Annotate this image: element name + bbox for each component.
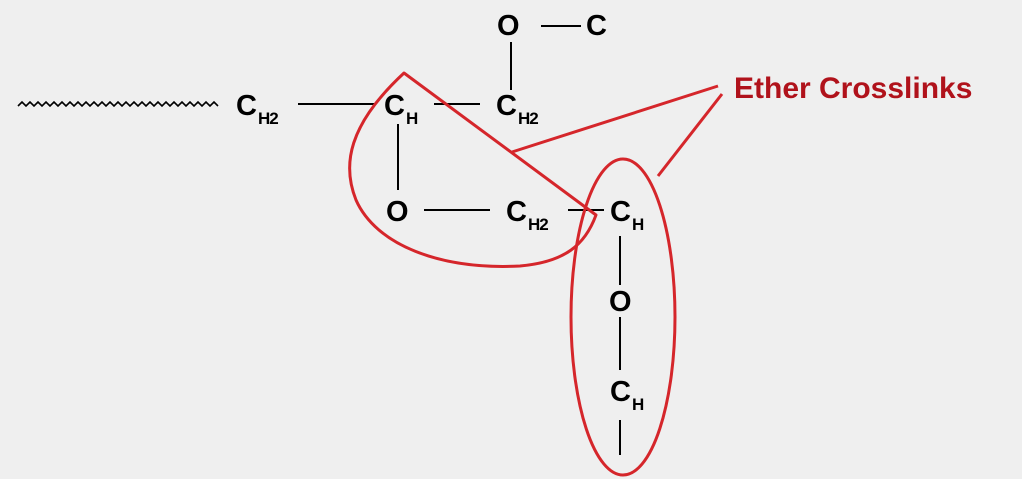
atom-ch2-ring: CH2	[506, 196, 549, 234]
atom-ch2-upper: CH2	[496, 90, 539, 128]
atom-ch-bottom: CH	[610, 376, 644, 414]
atom-symbol: O	[609, 286, 632, 318]
atom-symbol: O	[386, 196, 409, 228]
atom-subscript: H	[405, 109, 418, 128]
atom-subscript: H	[631, 395, 644, 414]
atom-o-chain: O	[609, 288, 632, 317]
atom-symbol: C	[236, 90, 257, 122]
atom-symbol: C	[610, 196, 631, 228]
atom-ch2-left: CH2	[236, 90, 279, 128]
atom-symbol: C	[610, 376, 631, 408]
atom-subscript: H2	[257, 109, 279, 128]
atom-ch-ring: CH	[384, 90, 418, 128]
polymer-chain-wavy-line	[17, 100, 219, 108]
atom-symbol: O	[497, 10, 520, 42]
chain-ether-highlight	[569, 157, 677, 477]
atom-o-ring: O	[386, 198, 409, 227]
atom-o-top: O	[497, 12, 520, 41]
atom-c-top: C	[586, 12, 607, 41]
atom-symbol: C	[496, 90, 517, 122]
atom-symbol: C	[384, 90, 405, 122]
callout-line-chain	[656, 93, 724, 177]
atom-symbol: C	[506, 196, 527, 228]
ether-crosslinks-label: Ether Crosslinks	[734, 72, 973, 105]
callout-line-ring	[511, 84, 719, 154]
atom-subscript: H2	[517, 109, 539, 128]
atom-symbol: C	[586, 10, 607, 42]
atom-subscript: H2	[527, 215, 549, 234]
atom-ch-right: CH	[610, 196, 644, 234]
atom-subscript: H	[631, 215, 644, 234]
ring-ether-highlight	[348, 71, 598, 268]
